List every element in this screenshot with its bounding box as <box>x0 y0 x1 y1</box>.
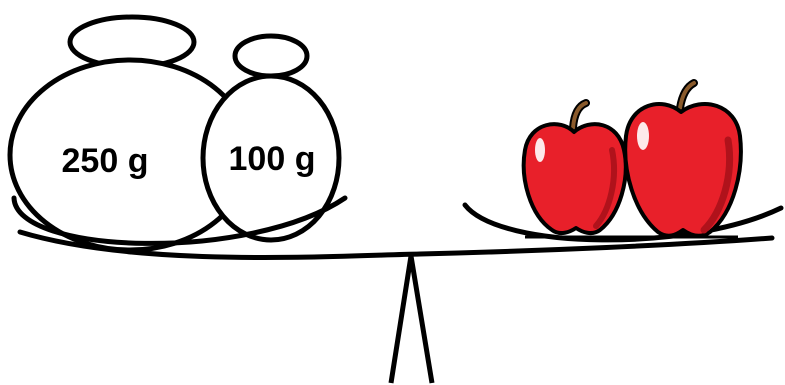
weight-100g-top-knob <box>235 36 307 76</box>
weight-100g: 100 g <box>203 36 339 240</box>
apple-highlight <box>637 122 649 150</box>
apple-icon <box>625 83 741 236</box>
apple-icon <box>524 103 626 233</box>
fulcrum-stand <box>391 256 432 383</box>
right-pan <box>465 205 781 240</box>
weight-100g-label: 100 g <box>229 140 316 178</box>
apple-highlight <box>535 138 545 162</box>
weight-250g-label: 250 g <box>62 142 149 180</box>
